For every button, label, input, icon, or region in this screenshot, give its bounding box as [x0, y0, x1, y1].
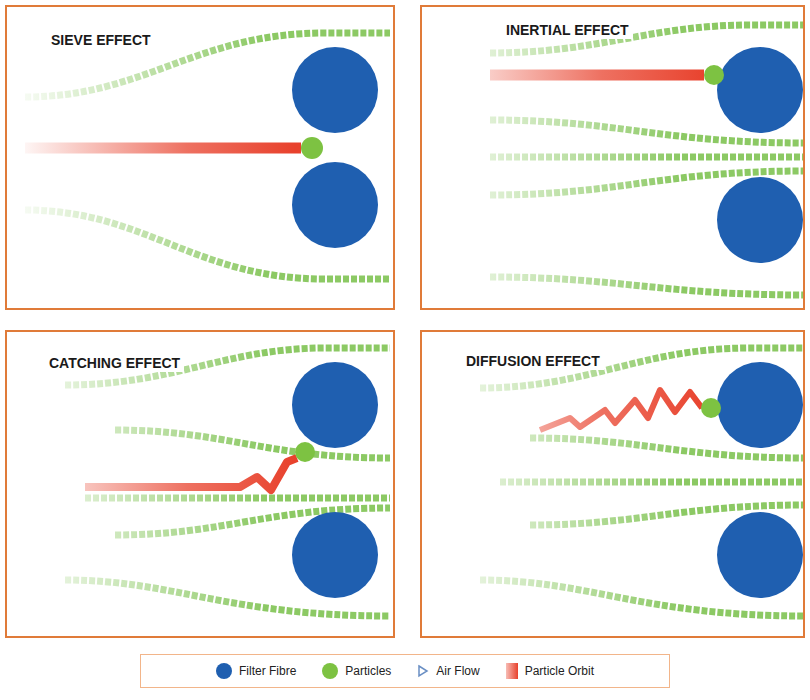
- particle: [301, 137, 323, 159]
- filter-fibre: [717, 512, 803, 598]
- airflow-lines: [490, 25, 805, 295]
- particle: [295, 442, 315, 462]
- legend-swatch: [322, 663, 338, 679]
- airflow-line: [490, 277, 805, 295]
- effect-panel: INERTIAL EFFECT: [420, 5, 805, 310]
- legend-item: Particles: [322, 663, 391, 679]
- particle: [704, 65, 724, 85]
- filter-fibre: [292, 47, 378, 133]
- airflow-lines: [65, 348, 390, 616]
- effect-panel: CATCHING EFFECT: [5, 330, 395, 638]
- panel-title: CATCHING EFFECT: [45, 354, 184, 372]
- legend-text: Air Flow: [436, 664, 479, 678]
- filter-fibre: [292, 162, 378, 248]
- legend-text: Particle Orbit: [525, 664, 594, 678]
- particle-orbit: [540, 390, 702, 430]
- filter-fibre: [292, 512, 378, 598]
- legend-item: Air Flow: [417, 664, 479, 678]
- legend-symbol: [417, 664, 429, 678]
- filter-fibre: [717, 362, 803, 448]
- panel-title: DIFFUSION EFFECT: [462, 352, 604, 370]
- legend-item: Filter Fibre: [216, 663, 296, 679]
- legend-text: Filter Fibre: [239, 664, 296, 678]
- particle: [701, 398, 721, 418]
- particle-orbit: [25, 143, 301, 154]
- effect-panel: DIFFUSION EFFECT: [420, 330, 805, 638]
- panel-title: SIEVE EFFECT: [47, 31, 155, 49]
- legend-item: Particle Orbit: [506, 663, 594, 679]
- effect-panel: SIEVE EFFECT: [5, 5, 395, 310]
- filter-fibre: [717, 177, 803, 263]
- legend-swatch: [506, 663, 518, 679]
- airflow-lines: [480, 348, 805, 616]
- filter-fibre: [717, 47, 803, 133]
- airflow-line: [500, 479, 805, 486]
- airflow-line: [490, 154, 805, 161]
- airflow-line: [85, 495, 390, 502]
- airflow-triangle: [419, 666, 427, 676]
- airflow-lines: [25, 33, 390, 279]
- legend-text: Particles: [345, 664, 391, 678]
- legend-box: Filter Fibre Particles Air Flow Particle Or…: [140, 654, 670, 688]
- particle-orbit: [85, 458, 297, 490]
- panel-title: INERTIAL EFFECT: [502, 21, 633, 39]
- legend-swatch: [216, 663, 232, 679]
- filter-fibre: [292, 362, 378, 448]
- particle-orbit: [490, 70, 704, 81]
